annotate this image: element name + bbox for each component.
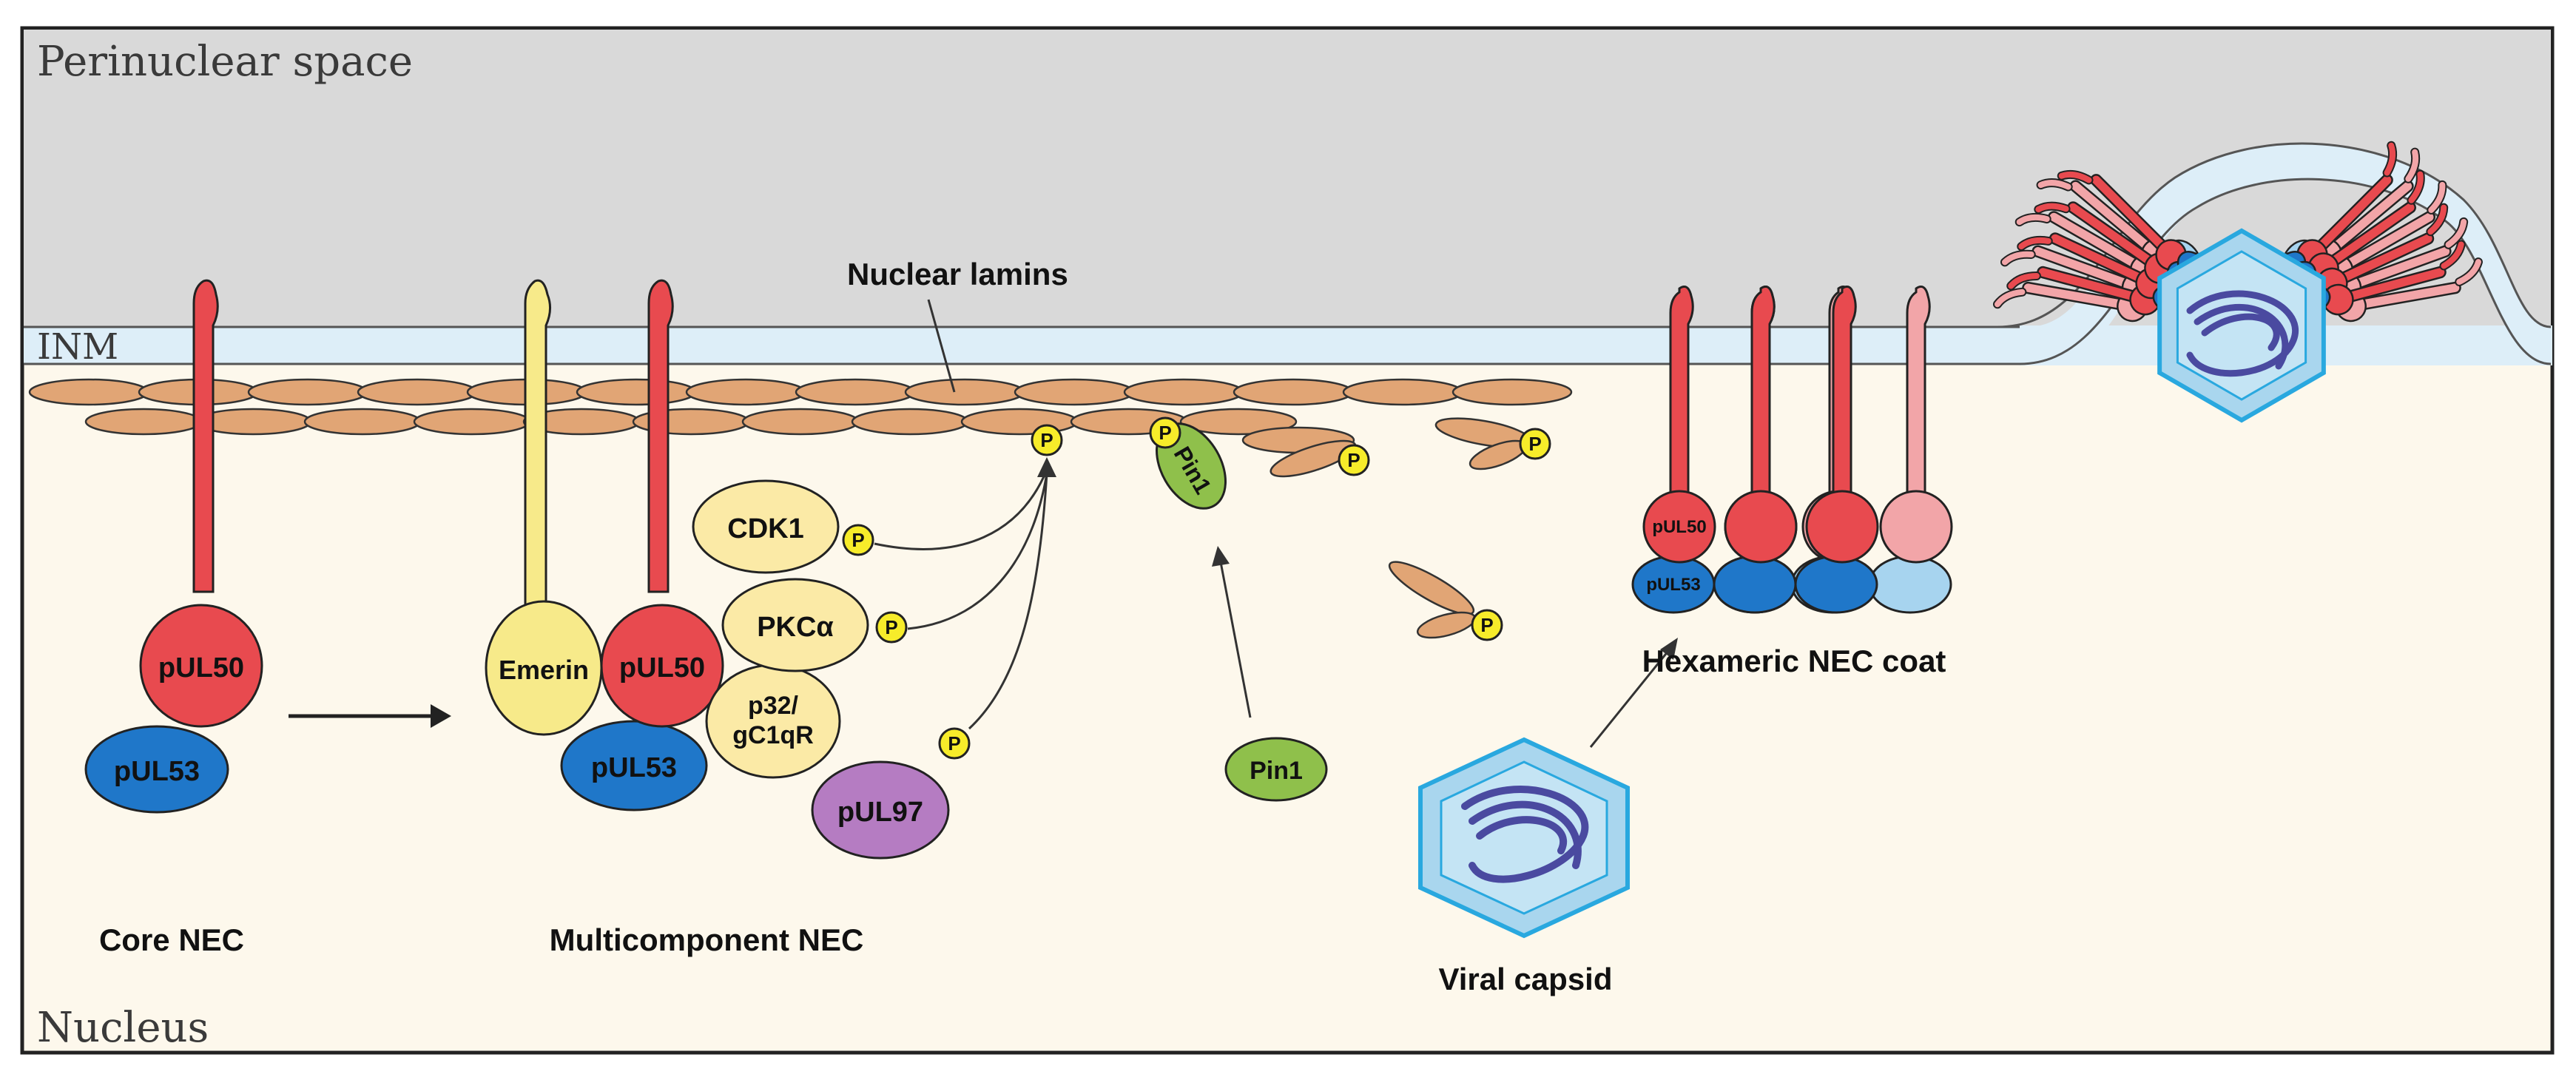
pul50-tm-anchor	[1669, 286, 1694, 510]
lamin-filament	[1451, 378, 1573, 406]
lamin-phospho-marker: P	[1031, 424, 1063, 456]
multicomponent-nec-label: Multicomponent NEC	[550, 922, 864, 957]
phospho-marker: P	[1471, 609, 1503, 641]
pul97-protein	[811, 760, 950, 860]
pul53-protein	[1794, 555, 1878, 614]
lamin-filament	[1179, 408, 1298, 436]
pul50-tm-anchor	[192, 279, 219, 593]
pul50-protein	[600, 604, 724, 728]
lamin-filament	[1233, 378, 1354, 406]
pul50-protein	[1805, 490, 1879, 564]
core-nec: pUL50 pUL53	[84, 279, 263, 814]
lamin-filament	[851, 408, 969, 436]
lamin-filament	[413, 408, 531, 436]
pul53-label: pUL53	[1646, 575, 1700, 595]
budding-membrane	[2027, 144, 2551, 364]
nuclear-lamins-pointer	[927, 299, 956, 393]
hexameric-nec-coat: pUL50 pUL53	[1631, 286, 1953, 614]
lamin-filament	[741, 408, 860, 436]
viral-capsid-label: Viral capsid	[1438, 962, 1612, 996]
pul53-protein	[84, 725, 229, 814]
pul50-tm-anchor	[1832, 286, 1857, 510]
lamin-filament	[960, 408, 1079, 436]
nec-complex	[2307, 169, 2425, 284]
hexameric-nec-coat-label: Hexameric NEC coat	[1642, 644, 1946, 678]
pul50-protein	[139, 604, 263, 728]
phosphorylation-arrows	[874, 469, 1048, 730]
perinuclear-label: Perinuclear space	[37, 38, 413, 86]
pul97-label: pUL97	[837, 797, 923, 828]
budding-capsid	[1992, 141, 2483, 423]
pul50-tm-anchor	[647, 279, 674, 593]
svg-text:P: P	[852, 529, 864, 551]
pin1-label: Pin1	[1250, 757, 1303, 785]
nec-complex	[2316, 203, 2449, 300]
lamin-filament	[357, 378, 478, 406]
multicomponent-nec: Emerin pUL50 pUL53 pUL97 p32/ gC1qR PKCα…	[485, 279, 971, 860]
nec-complex	[2322, 240, 2466, 316]
pin1-phospho-marker: P	[1149, 416, 1181, 449]
pul50-label: pUL50	[158, 652, 244, 684]
p32-label-line1: p32/	[748, 692, 799, 720]
phospho-marker: P	[938, 727, 971, 760]
lamin-filament	[904, 378, 1025, 406]
nucleus-label: Nucleus	[37, 1004, 209, 1052]
cdk1-label: CDK1	[727, 513, 803, 544]
svg-text:P: P	[1347, 449, 1360, 471]
lamin-filament	[303, 408, 422, 436]
pul50-protein	[1642, 490, 1716, 564]
viral-genome	[1461, 786, 1589, 883]
pul53-label: pUL53	[591, 752, 677, 783]
pin1-free	[1224, 737, 1328, 802]
lamin-filament	[28, 378, 149, 406]
lamin-filament	[685, 378, 806, 406]
svg-text:P: P	[1040, 429, 1053, 451]
inm-label: INM	[37, 326, 118, 368]
phospho-marker: P	[1519, 428, 1551, 460]
emerin-tm-anchor	[524, 279, 551, 623]
pul50-protein	[1879, 490, 1953, 564]
svg-text:P: P	[1480, 614, 1493, 636]
lamin-filament	[1014, 378, 1135, 406]
pul53-label: pUL53	[114, 756, 200, 787]
phospho-marker: P	[842, 524, 874, 556]
svg-text:P: P	[885, 616, 897, 638]
viral-genome	[2186, 290, 2299, 377]
emerin-label: Emerin	[499, 655, 589, 685]
pul53-protein	[560, 720, 708, 811]
pul50-tm-anchor	[1906, 286, 1931, 510]
pul50-protein	[1724, 490, 1798, 564]
pul50-label: pUL50	[619, 652, 705, 684]
pul50-tm-anchor	[1750, 286, 1776, 510]
pkca-label: PKCα	[757, 612, 834, 643]
core-nec-label: Core NEC	[99, 922, 244, 957]
cdk1-protein	[692, 479, 840, 574]
pul53-protein	[1713, 555, 1797, 614]
dissociated-lamins	[1241, 417, 1532, 639]
phospho-marker: P	[875, 611, 908, 644]
viral-capsid	[1418, 737, 1630, 939]
svg-text:P: P	[948, 732, 960, 755]
pul50-label: pUL50	[1652, 517, 1706, 537]
pul53-protein	[1868, 555, 1952, 614]
nuclear-lamins-label: Nuclear lamins	[847, 257, 1068, 291]
lamin-filament	[247, 378, 368, 406]
lamin-filament	[1342, 378, 1463, 406]
svg-text:P: P	[1528, 433, 1541, 455]
lamin-filament	[1123, 378, 1244, 406]
lamin-filament	[576, 378, 697, 406]
p32-label-line2: gC1qR	[732, 721, 814, 749]
lamin-filament	[795, 378, 916, 406]
nec-complex	[2006, 266, 2161, 316]
pkca-protein	[721, 578, 869, 672]
phospho-marker: P	[1338, 444, 1370, 476]
lamin-filament	[84, 408, 203, 436]
svg-text:P: P	[1159, 422, 1171, 444]
